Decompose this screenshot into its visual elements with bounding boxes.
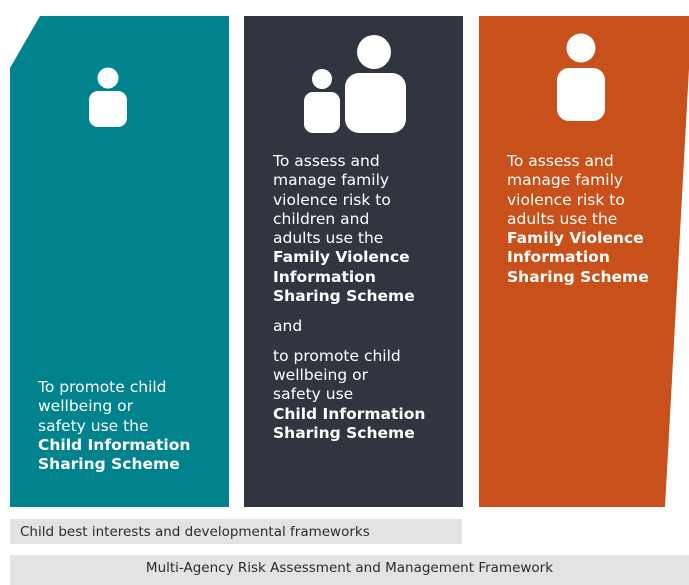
maram-framework-bar: Multi-Agency Risk Assessment and Managem… <box>10 555 689 585</box>
frameworks-bar: Child best interests and developmental f… <box>10 519 462 544</box>
child-scheme-name: Child Information <box>38 435 191 454</box>
child-scheme-name: Child Information <box>273 404 426 423</box>
family-violence-scheme-name: Family Violence <box>507 229 644 248</box>
middle-panel-text: To assess and manage family violence ris… <box>273 152 455 443</box>
family-violence-scheme-name: Family Violence <box>273 248 410 267</box>
left-panel-text: To promote child wellbeing or safety use… <box>38 378 191 474</box>
family-violence-children-adults-panel: To assess and manage family violence ris… <box>244 16 463 507</box>
and-connector: and <box>273 317 303 336</box>
child-information-sharing-panel: To promote child wellbeing or safety use… <box>10 16 229 507</box>
right-panel-text: To assess and manage family violence ris… <box>507 152 649 286</box>
child-person-icon <box>89 67 127 127</box>
family-violence-adults-panel: To assess and manage family violence ris… <box>479 16 689 507</box>
adult-person-icon <box>557 33 605 121</box>
child-and-adult-icon <box>304 35 406 133</box>
